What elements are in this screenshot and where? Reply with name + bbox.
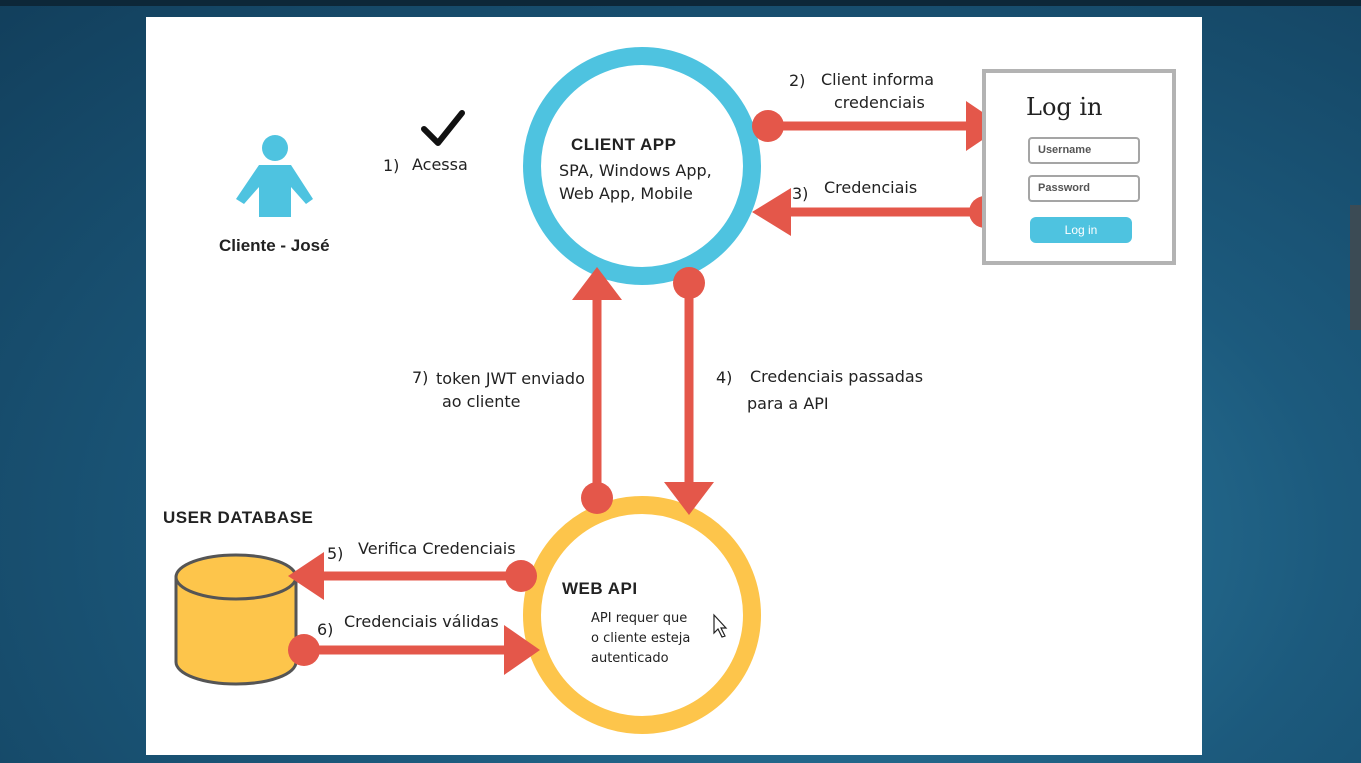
- arrow-step6: [288, 625, 540, 675]
- step2-label-line2: credenciais: [834, 93, 925, 112]
- step1-label: Acessa: [412, 155, 468, 174]
- client-app-circle: [523, 47, 761, 285]
- login-button[interactable]: Log in: [1030, 217, 1132, 243]
- web-api-line2: o cliente esteja: [591, 631, 691, 646]
- person-icon: [236, 135, 313, 217]
- step3-label: Credenciais: [824, 178, 918, 197]
- step7-label-line2: ao cliente: [442, 392, 521, 411]
- database-icon: [174, 553, 298, 686]
- web-api-circle: [523, 496, 761, 734]
- step3-number: 3): [792, 184, 809, 203]
- password-field[interactable]: Password: [1028, 175, 1140, 202]
- diagram-slide: Cliente - José 1) Acessa CLIENT APP SPA,…: [146, 17, 1202, 755]
- step4-number: 4): [716, 368, 733, 387]
- step2-number: 2): [789, 71, 806, 90]
- web-api-title: WEB API: [562, 579, 638, 598]
- check-icon: [421, 110, 465, 146]
- step5-number: 5): [327, 544, 344, 563]
- step2-label-line1: Client informa: [821, 70, 935, 89]
- step1-number: 1): [383, 156, 400, 175]
- arrow-step5: [288, 552, 537, 600]
- login-panel: Log in Username Password Log in: [982, 69, 1176, 265]
- step6-number: 6): [317, 620, 334, 639]
- step6-label: Credenciais válidas: [344, 612, 499, 631]
- cursor-icon: [713, 613, 728, 638]
- login-title: Log in: [1026, 93, 1103, 121]
- web-api-line3: autenticado: [591, 651, 669, 666]
- step7-number: 7): [412, 368, 429, 387]
- top-border: [0, 0, 1361, 6]
- diagram-shapes: [174, 47, 1003, 734]
- step4-label-line2: para a API: [747, 394, 829, 413]
- arrow-step7: [572, 267, 622, 514]
- arrow-step4: [664, 267, 714, 515]
- database-title: USER DATABASE: [163, 508, 314, 527]
- client-app-title: CLIENT APP: [571, 135, 677, 154]
- step4-label-line1: Credenciais passadas: [750, 367, 924, 386]
- client-label: Cliente - José: [219, 236, 330, 255]
- client-app-line2: Web App, Mobile: [559, 184, 693, 203]
- web-api-line1: API requer que: [591, 611, 688, 626]
- step5-label: Verifica Credenciais: [358, 539, 516, 558]
- client-app-line1: SPA, Windows App,: [559, 161, 712, 180]
- step7-label-line1: token JWT enviado: [436, 369, 585, 388]
- right-edge-panel: [1350, 205, 1361, 330]
- username-field[interactable]: Username: [1028, 137, 1140, 164]
